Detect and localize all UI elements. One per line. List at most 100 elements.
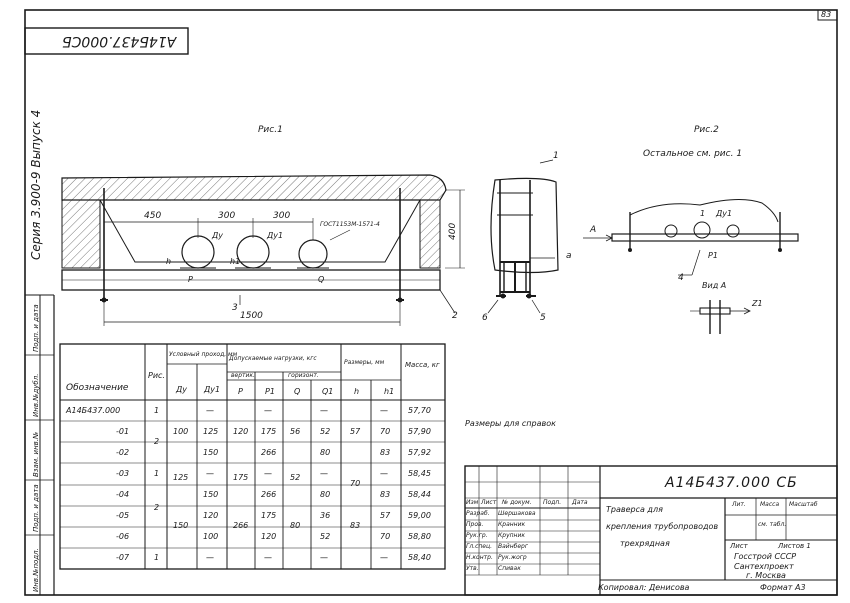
arrow-a2-label: а <box>566 251 572 261</box>
th-mass: Масса, кг <box>405 361 440 369</box>
stamp-role-3: Гл.спец. <box>466 543 492 550</box>
th-horiz: горизонт. <box>288 372 319 379</box>
table-row-6-q1: 52 <box>320 532 331 541</box>
position-1b: 1 <box>700 209 706 218</box>
table-row-5-q: 80 <box>290 521 301 530</box>
position-6: 6 <box>482 313 488 323</box>
table-row-4-designation: -04 <box>116 490 130 499</box>
sheet-number: 83 <box>821 10 832 19</box>
table-row-1-du1: 125 <box>203 427 219 436</box>
stamp-name-2: Крупник <box>498 532 525 539</box>
label-du: Ду <box>212 231 223 240</box>
table-row-5-mass: 59,00 <box>408 511 431 520</box>
side-stamp-4: Инв.№дубл. <box>32 373 40 417</box>
stamp-role-0: Разраб. <box>466 510 490 517</box>
table-row-3-q: 52 <box>290 473 301 482</box>
table-row-5-h: 83 <box>350 521 361 530</box>
stamp-h-sign: Подп. <box>543 499 562 506</box>
dim-400: 400 <box>448 222 458 240</box>
table-row-5-designation: -05 <box>116 511 130 520</box>
stamp-h-scale: Масштаб <box>789 501 818 508</box>
label-p: P <box>188 275 193 284</box>
sheet-frame <box>24 9 838 596</box>
table-row-0-fig: 1 <box>154 406 160 415</box>
stamp-role-2: Рук.гр. <box>466 532 488 539</box>
table-row-5-h1: 57 <box>380 511 391 520</box>
th-h1: h1 <box>384 387 395 396</box>
stamp-h-doc: № докум. <box>502 499 532 506</box>
table-row-2-p1: 266 <box>261 448 277 457</box>
stamp-org-1: Госстрой СССР <box>734 552 797 561</box>
stamp-mass-value: см. табл. <box>758 521 787 528</box>
arrow-a-label: А <box>590 225 597 235</box>
position-3: 3 <box>232 303 238 313</box>
table-row-5-p: 266 <box>233 521 249 530</box>
table-row-1-du: 100 <box>173 427 189 436</box>
th-h: h <box>354 387 360 396</box>
label-du1-fig2: Ду1 <box>716 209 733 218</box>
table-row-6-p1: 120 <box>261 532 277 541</box>
stamp-name-5: Спивак <box>498 565 521 572</box>
series-label: Серия 3.900-9 Выпуск 4 <box>29 109 43 260</box>
stamp-h-mass: Масса <box>760 501 780 508</box>
label-h1: h1 <box>230 257 241 266</box>
side-stamp-5: Подп. и дата <box>32 304 40 352</box>
table-row-5-p1: 175 <box>261 511 277 520</box>
table-row-3-du: 125 <box>173 473 189 482</box>
dim-300a: 300 <box>218 211 236 221</box>
table-row-3-du1: — <box>206 469 214 478</box>
copied-by: Копировал: Денисова <box>598 583 690 592</box>
table-row-5-du: 150 <box>173 521 189 530</box>
stamp-title-3: трехрядная <box>620 539 670 548</box>
th-dims: Размеры, мм <box>344 359 385 366</box>
position-1: 1 <box>553 151 559 161</box>
table-row-3-fig: 1 <box>154 469 160 478</box>
table-row-3-q1: — <box>320 469 328 478</box>
table-row-0-designation: А14Б437.000 <box>66 406 121 415</box>
stamp-h-date: Дата <box>572 499 588 506</box>
stamp-role-4: Н.контр. <box>466 554 493 561</box>
table-row-3-p1: — <box>264 469 272 478</box>
table-row-4-mass: 58,44 <box>408 490 431 499</box>
th-q: Q <box>294 387 301 396</box>
stamp-title-1: Траверса для <box>606 505 663 514</box>
table-row-2-h1: 83 <box>380 448 391 457</box>
table-row-7-designation: -07 <box>116 553 130 562</box>
arrow-z-label: Z1 <box>752 299 763 308</box>
position-2: 2 <box>452 311 458 321</box>
table-row-4-q1: 80 <box>320 490 331 499</box>
label-h: h <box>166 257 172 266</box>
table-row-4-du1: 150 <box>203 490 219 499</box>
stamp-title-2: крепления трубопроводов <box>606 522 719 531</box>
table-row-2-du1: 150 <box>203 448 219 457</box>
th-loads: Допускаемые нагрузки, кгс <box>229 355 317 362</box>
table-row-2-designation: -02 <box>116 448 130 457</box>
position-4: 4 <box>678 273 684 283</box>
th-du1: Ду1 <box>204 385 221 394</box>
table-row-5-q1: 36 <box>320 511 331 520</box>
table-row-0-q1: — <box>320 406 328 415</box>
table-row-4-h1: 83 <box>380 490 391 499</box>
table-row-5-fig: 2 <box>154 503 160 512</box>
table-row-6-designation: -06 <box>116 532 130 541</box>
stamp-h-list: Лист <box>481 499 497 506</box>
table-row-5-du1: 120 <box>203 511 219 520</box>
table-row-0-du1: — <box>206 406 214 415</box>
gost-note: ГОСТ1153М-1571-4 <box>320 221 380 228</box>
side-stamp-3: Взам. инв.№ <box>32 431 40 477</box>
table-row-1-p1: 175 <box>261 427 277 436</box>
label-p1: P1 <box>708 251 718 260</box>
fig2-note: Остальное см. рис. 1 <box>643 149 743 159</box>
stamp-org-3: г. Москва <box>746 571 786 580</box>
table-row-4-p1: 266 <box>261 490 277 499</box>
table-row-1-h1: 70 <box>380 427 391 436</box>
stamp-name-3: Вайнберг <box>498 543 528 550</box>
th-p: P <box>238 387 243 396</box>
table-row-3-designation: -03 <box>116 469 130 478</box>
table-row-0-mass: 57,70 <box>408 406 431 415</box>
table-row-6-du1: 100 <box>203 532 219 541</box>
stamp-h-izm: Изм <box>466 499 479 506</box>
table-row-1-p: 120 <box>233 427 249 436</box>
table-row-3-h1: — <box>380 469 388 478</box>
